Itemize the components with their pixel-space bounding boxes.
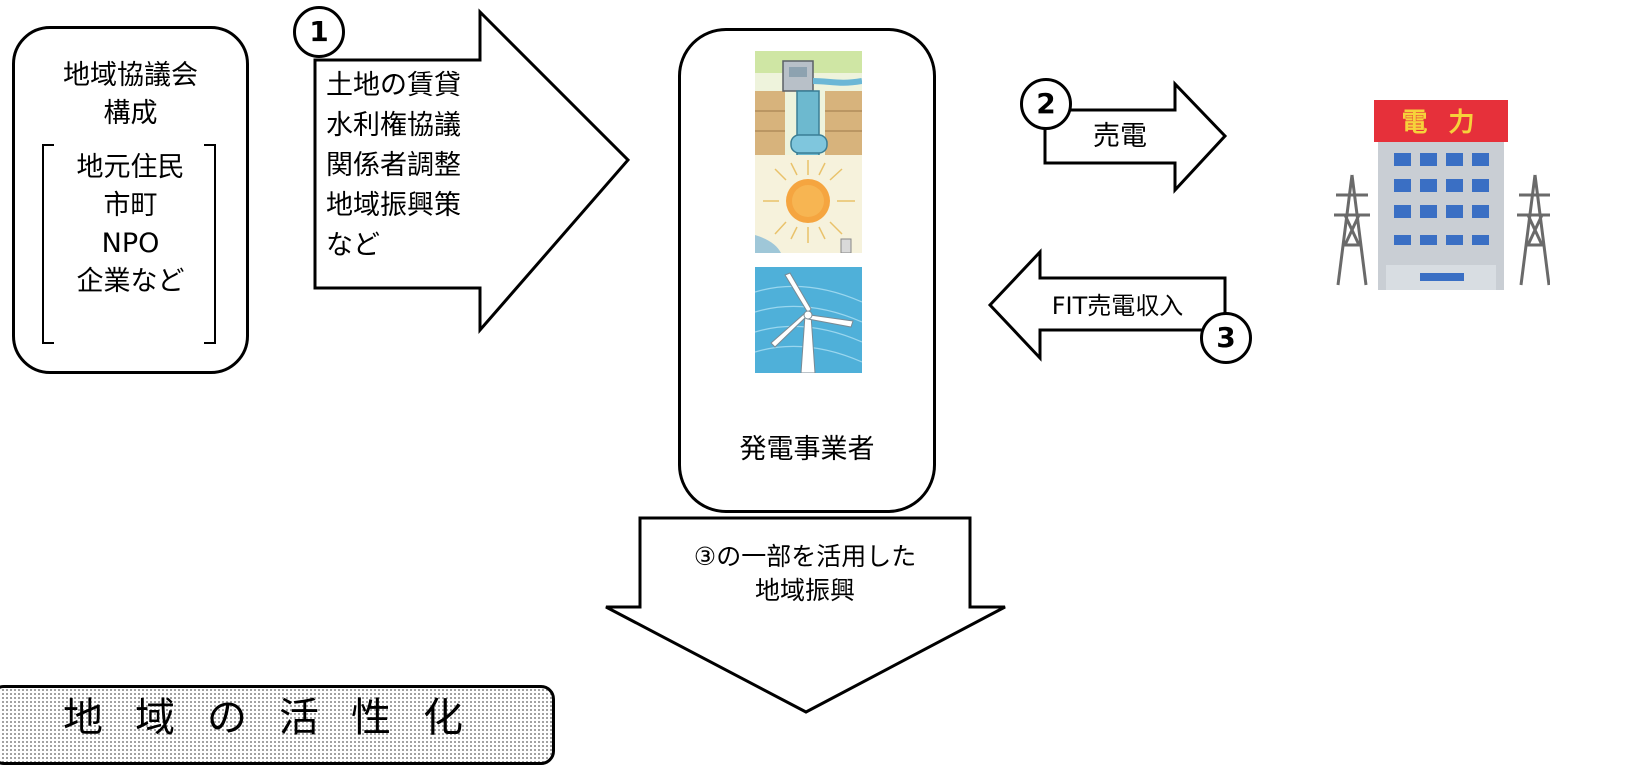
arrow-down-text: ③の一部を活用した 地域振興 xyxy=(640,540,970,608)
tower-icon xyxy=(1517,174,1550,286)
arrow-down-line2: 地域振興 xyxy=(754,576,855,605)
power-company-building-icon xyxy=(1334,100,1550,290)
council-title-line1: 地域協議会 xyxy=(63,60,198,91)
council-members: 地元住民 市町 NPO 企業など xyxy=(15,149,246,301)
producer-label: 発電事業者 xyxy=(739,434,875,465)
member-item: 地元住民 xyxy=(76,152,185,183)
arrow-3-shape xyxy=(987,248,1227,362)
utility-sign: 電 力 xyxy=(1401,108,1481,138)
arrow-2-shape xyxy=(1043,80,1228,194)
arrow-1-item: 水利権協議 xyxy=(326,110,461,141)
regional-council-box: 地域協議会 構成 地元住民 市町 NPO 企業など xyxy=(12,26,249,374)
regional-revitalization-box: 地域の活性化 xyxy=(0,685,555,765)
arrow-1-item: 関係者調整 xyxy=(326,150,461,181)
member-item: NPO xyxy=(101,228,160,259)
arrow-1-item: 土地の賃貸 xyxy=(326,70,461,101)
right-bracket xyxy=(204,144,216,344)
left-bracket xyxy=(42,144,54,344)
council-title-line2: 構成 xyxy=(103,98,158,129)
member-item: 市町 xyxy=(103,190,158,221)
hydro-power-illustration xyxy=(755,51,862,159)
arrow-1-shape xyxy=(313,8,631,335)
power-producer-box: 発電事業者 xyxy=(678,28,936,513)
arrow-1-item: など xyxy=(326,230,380,261)
arrows-layer xyxy=(313,8,1228,714)
solar-power-illustration xyxy=(755,155,862,253)
member-item: 企業など xyxy=(76,266,185,297)
arrow-2-label: 売電 xyxy=(1093,121,1147,152)
council-title: 地域協議会 構成 xyxy=(15,57,246,133)
tower-icon xyxy=(1334,174,1370,286)
arrow-down-line1: ③の一部を活用した xyxy=(693,542,917,571)
wind-power-illustration xyxy=(755,267,862,373)
arrow-1-item: 地域振興策 xyxy=(326,190,461,221)
arrow-1-text: 土地の賃貸 水利権協議 関係者調整 地域振興策 など xyxy=(326,66,461,266)
arrow-down-shape xyxy=(605,516,1006,714)
step-2-badge: 2 xyxy=(1020,78,1072,130)
arrow-3-label: FIT売電収入 xyxy=(1051,292,1184,320)
step-1-badge: 1 xyxy=(293,6,345,58)
step-3-badge: 3 xyxy=(1200,312,1252,364)
